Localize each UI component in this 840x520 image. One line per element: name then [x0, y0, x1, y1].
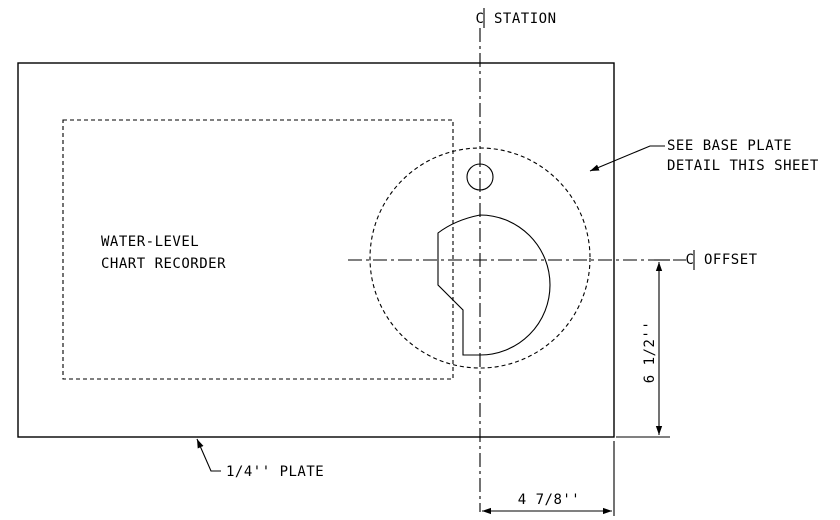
base-plate-circle — [369, 147, 591, 369]
note-leader — [589, 145, 665, 172]
plate-outline — [17, 62, 615, 438]
centerline-symbol-station: C — [476, 8, 485, 28]
recorder-label-line1: WATER-LEVEL — [101, 234, 199, 250]
recorder-label-line2: CHART RECORDER — [101, 256, 226, 272]
station-label: STATION — [494, 11, 557, 27]
note-label-line2: DETAIL THIS SHEET — [667, 158, 819, 174]
svg-text:C: C — [686, 252, 695, 268]
cutout-shape — [437, 214, 551, 356]
recorder-outline — [62, 119, 454, 380]
plate-label: 1/4'' PLATE — [226, 464, 324, 480]
note-label-line1: SEE BASE PLATE — [667, 138, 792, 154]
centerline-symbol-offset: C — [686, 250, 695, 270]
plate-leader — [196, 438, 221, 472]
offset-label: OFFSET — [704, 252, 758, 268]
svg-text:C: C — [476, 11, 485, 27]
dim-horizontal-label: 4 7/8'' — [518, 492, 581, 508]
dim-vertical-label: 6 1/2'' — [642, 321, 658, 384]
